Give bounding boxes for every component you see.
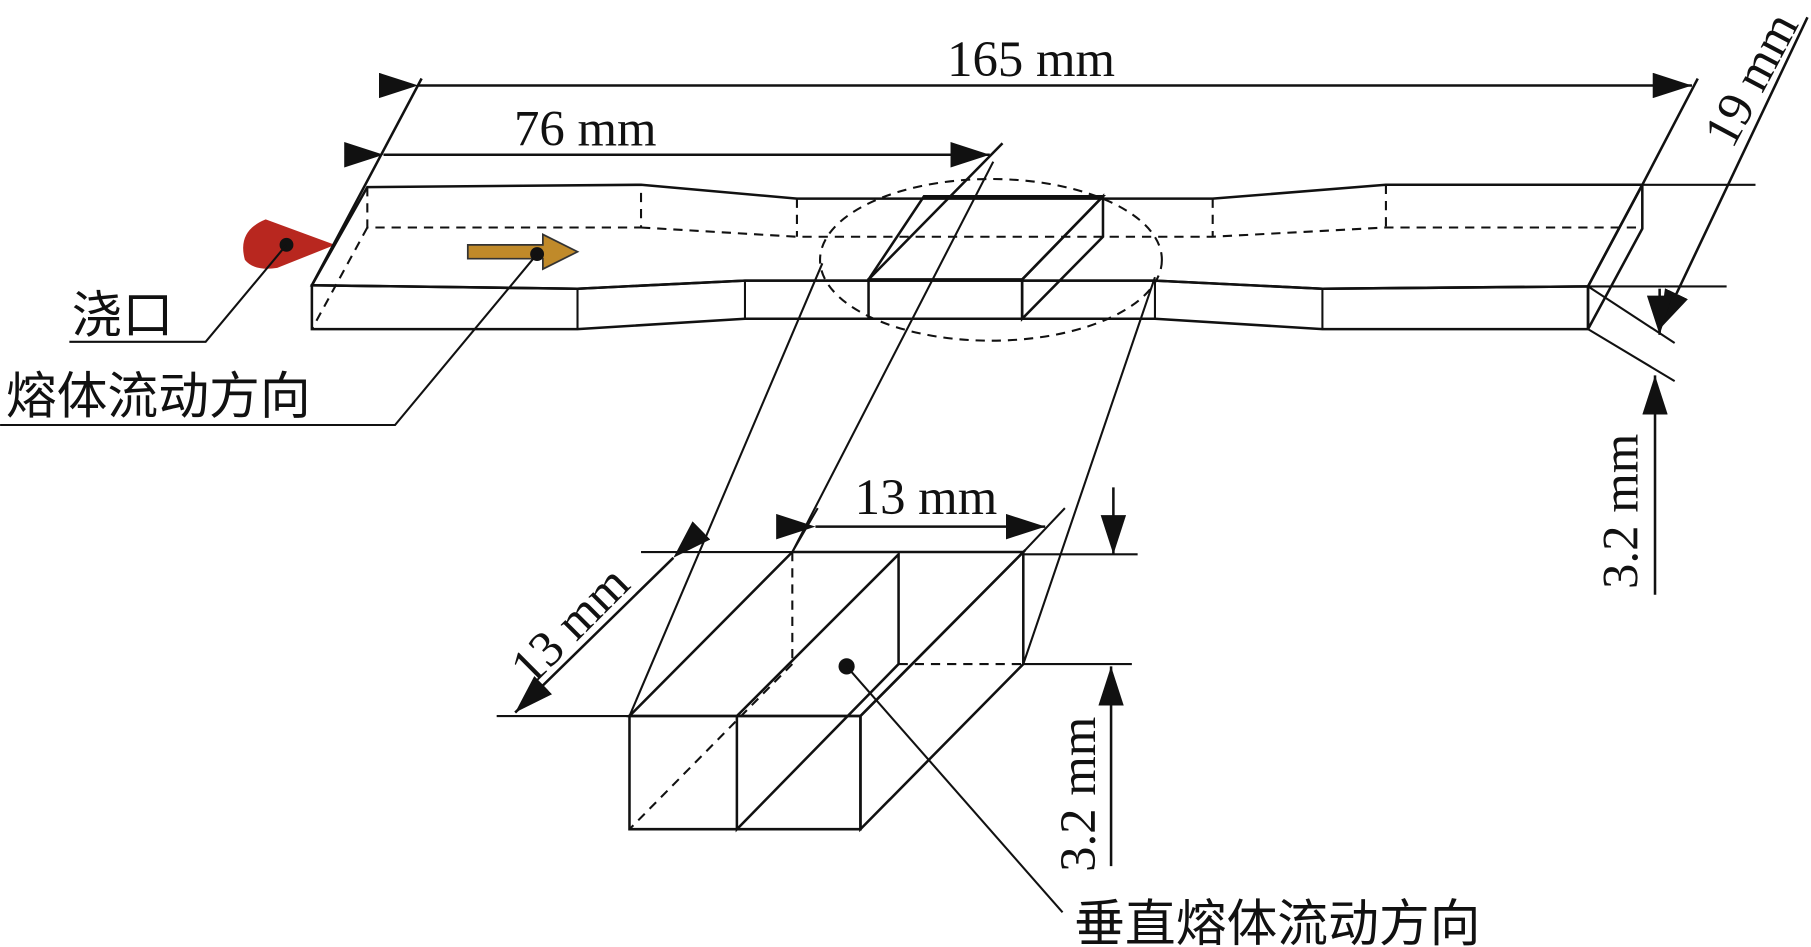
plane-label: 垂直熔体流动方向 bbox=[1074, 896, 1480, 947]
bar-end-face bbox=[1586, 184, 1644, 330]
zoom-ellipse bbox=[818, 177, 1163, 342]
hidden-edges bbox=[366, 184, 643, 229]
plane-leader bbox=[845, 665, 1064, 914]
extension-line bbox=[1587, 328, 1676, 383]
bar-top-face bbox=[309, 183, 1645, 290]
flow-label: 熔体流动方向 bbox=[6, 368, 311, 424]
dim-19-label: 19 mm bbox=[1693, 3, 1809, 155]
sample-top bbox=[866, 195, 1106, 281]
dim-19 bbox=[1658, 16, 1809, 330]
dim-13-depth bbox=[514, 521, 711, 714]
dim-13-width-label: 13 mm bbox=[855, 469, 998, 525]
block-side bbox=[859, 548, 1025, 833]
projection-line bbox=[628, 262, 824, 717]
projection-line bbox=[1022, 276, 1156, 665]
dim-76-label: 76 mm bbox=[514, 101, 657, 157]
dim-3-2-sample-label: 3.2 mm bbox=[1050, 717, 1106, 872]
perpendicular-plane bbox=[735, 551, 900, 833]
projection-line bbox=[791, 161, 995, 553]
flow-arrow-icon bbox=[466, 233, 580, 271]
dim-3-2-label-top: 3.2 mm bbox=[1593, 434, 1649, 589]
block-front bbox=[628, 714, 862, 831]
extension-line bbox=[791, 507, 819, 553]
extension-line bbox=[1022, 507, 1066, 553]
dim-13-depth-label: 13 mm bbox=[499, 555, 639, 695]
sample-front bbox=[867, 278, 1024, 321]
dim-165-label: 165 mm bbox=[947, 31, 1115, 87]
sample-region bbox=[818, 177, 1163, 342]
sample-side bbox=[1020, 193, 1105, 322]
gate-leader bbox=[69, 244, 288, 343]
gate-label: 浇口 bbox=[72, 288, 174, 344]
enlarged-sample bbox=[626, 548, 1027, 833]
flow-leader bbox=[0, 253, 538, 427]
hidden-edges-3 bbox=[640, 226, 1643, 238]
extension-line bbox=[310, 77, 423, 286]
extension-line bbox=[1641, 77, 1699, 186]
extension-line bbox=[1587, 285, 1676, 344]
bar-front-face bbox=[310, 279, 1590, 331]
hidden-edges-2 bbox=[310, 227, 369, 330]
hidden-edge bbox=[628, 663, 794, 830]
extension-line bbox=[867, 142, 1004, 281]
